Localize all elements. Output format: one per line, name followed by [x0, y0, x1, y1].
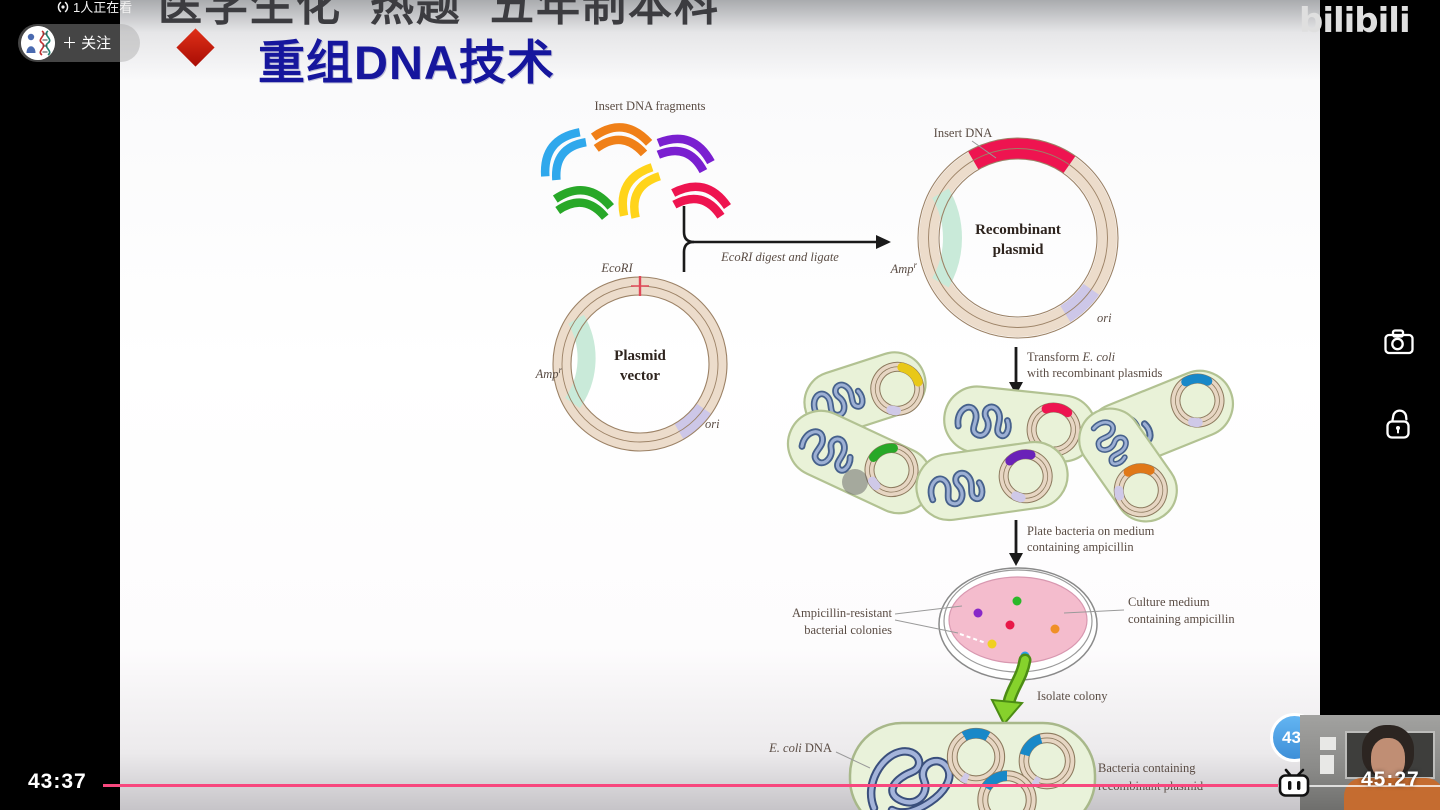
plate-label-1: Plate bacteria on medium [1027, 524, 1155, 538]
recombinant-dna-diagram: Insert DNA fragments EcoRI digest and li… [120, 99, 1244, 810]
bacteria-cluster [776, 343, 1244, 535]
progress-bar-remaining[interactable] [1278, 785, 1440, 787]
colonies-label-1: Ampicillin-resistant [792, 606, 893, 620]
watching-icon [57, 1, 69, 12]
plasmid-vector: EcoRI Ampr ori Plasmid vector [535, 261, 728, 452]
presenter-shirt [1344, 778, 1440, 810]
plasmid-vector-label-1: Plasmid [614, 348, 666, 364]
ori-label: ori [705, 417, 720, 431]
isolate-arrow [990, 653, 1032, 726]
slide-title: 重组DNA技术 [258, 36, 555, 89]
bilibili-logo: bilibili [1299, 1, 1411, 41]
medium-label-1: Culture medium [1128, 595, 1210, 609]
colony-orange [1050, 624, 1060, 634]
follow-button-label[interactable]: ＋ 关注 [62, 35, 112, 52]
unlock-button[interactable] [1383, 406, 1415, 447]
amp-label: Ampr [535, 365, 563, 381]
progress-bar-played[interactable] [103, 784, 1278, 787]
dna-fragment-purple [655, 131, 716, 172]
total-duration: 45:27 [1361, 768, 1420, 791]
wall-paper [1320, 755, 1334, 774]
presenter-video[interactable] [1300, 715, 1440, 810]
isolated-bacterium [835, 721, 1097, 810]
medium-label-2: containing ampicillin [1128, 612, 1235, 626]
colony-yellow [987, 639, 997, 649]
transform-label-2: with recombinant plasmids [1027, 366, 1163, 380]
isolate-label: Isolate colony [1037, 689, 1108, 703]
plate-label-2: containing ampicillin [1027, 540, 1134, 554]
transform-label-1: Transform E. coli [1027, 350, 1116, 364]
ecoRI-label: EcoRI [600, 261, 633, 275]
screenshot-camera-button[interactable] [1383, 327, 1415, 362]
amp-label: Ampr [890, 260, 918, 276]
colony-red [1005, 620, 1015, 630]
current-time: 43:37 [28, 770, 87, 793]
slide-surface[interactable]: 医学生化热题五年制本科 重组DNA技术 [120, 0, 1320, 810]
bottom-label-1: Bacteria containing [1098, 761, 1196, 775]
insert-dna-label: Insert DNA [934, 126, 993, 140]
digest-arrow [682, 206, 878, 272]
cursor-highlight [842, 469, 868, 495]
ori-segment [674, 403, 712, 440]
watching-count: 1人正在看 [56, 0, 132, 16]
uploader-avatar[interactable] [21, 26, 55, 60]
petri-dish [894, 567, 1125, 681]
dna-fragment-blue [535, 125, 588, 184]
dna-fragment-yellow [613, 161, 661, 221]
slide-top-title-cutoff: 医学生化热题五年制本科 [158, 0, 720, 30]
dna-fragment-red [670, 181, 730, 217]
colony-purple [973, 608, 983, 618]
bacterium [911, 436, 1073, 526]
digest-label: EcoRI digest and ligate [720, 250, 839, 264]
dna-fragment-orange [592, 125, 650, 154]
recombinant-label-1: Recombinant [975, 222, 1061, 238]
avatar-person-icon [27, 33, 35, 41]
progress-thumb-tv-icon[interactable] [1276, 767, 1312, 804]
recombinant-label-2: plasmid [993, 242, 1045, 258]
recombinant-plasmid: Insert DNA Ampr ori Recombinant plasmid [890, 126, 1119, 339]
wall-paper [1320, 737, 1336, 750]
plasmid-vector-label-2: vector [620, 368, 660, 384]
dna-fragment-green [554, 187, 613, 218]
insert-fragments-label: Insert DNA fragments [594, 99, 705, 113]
ori-label: ori [1097, 311, 1112, 325]
ecoli-dna-label: E. coli DNA [768, 741, 832, 755]
digest-arrowhead [876, 235, 891, 249]
colonies-label-2: bacterial colonies [804, 623, 892, 637]
presenter-face [1371, 738, 1405, 780]
culture-medium [948, 576, 1088, 664]
amp-segment [932, 188, 962, 288]
colony-green [1012, 596, 1022, 606]
